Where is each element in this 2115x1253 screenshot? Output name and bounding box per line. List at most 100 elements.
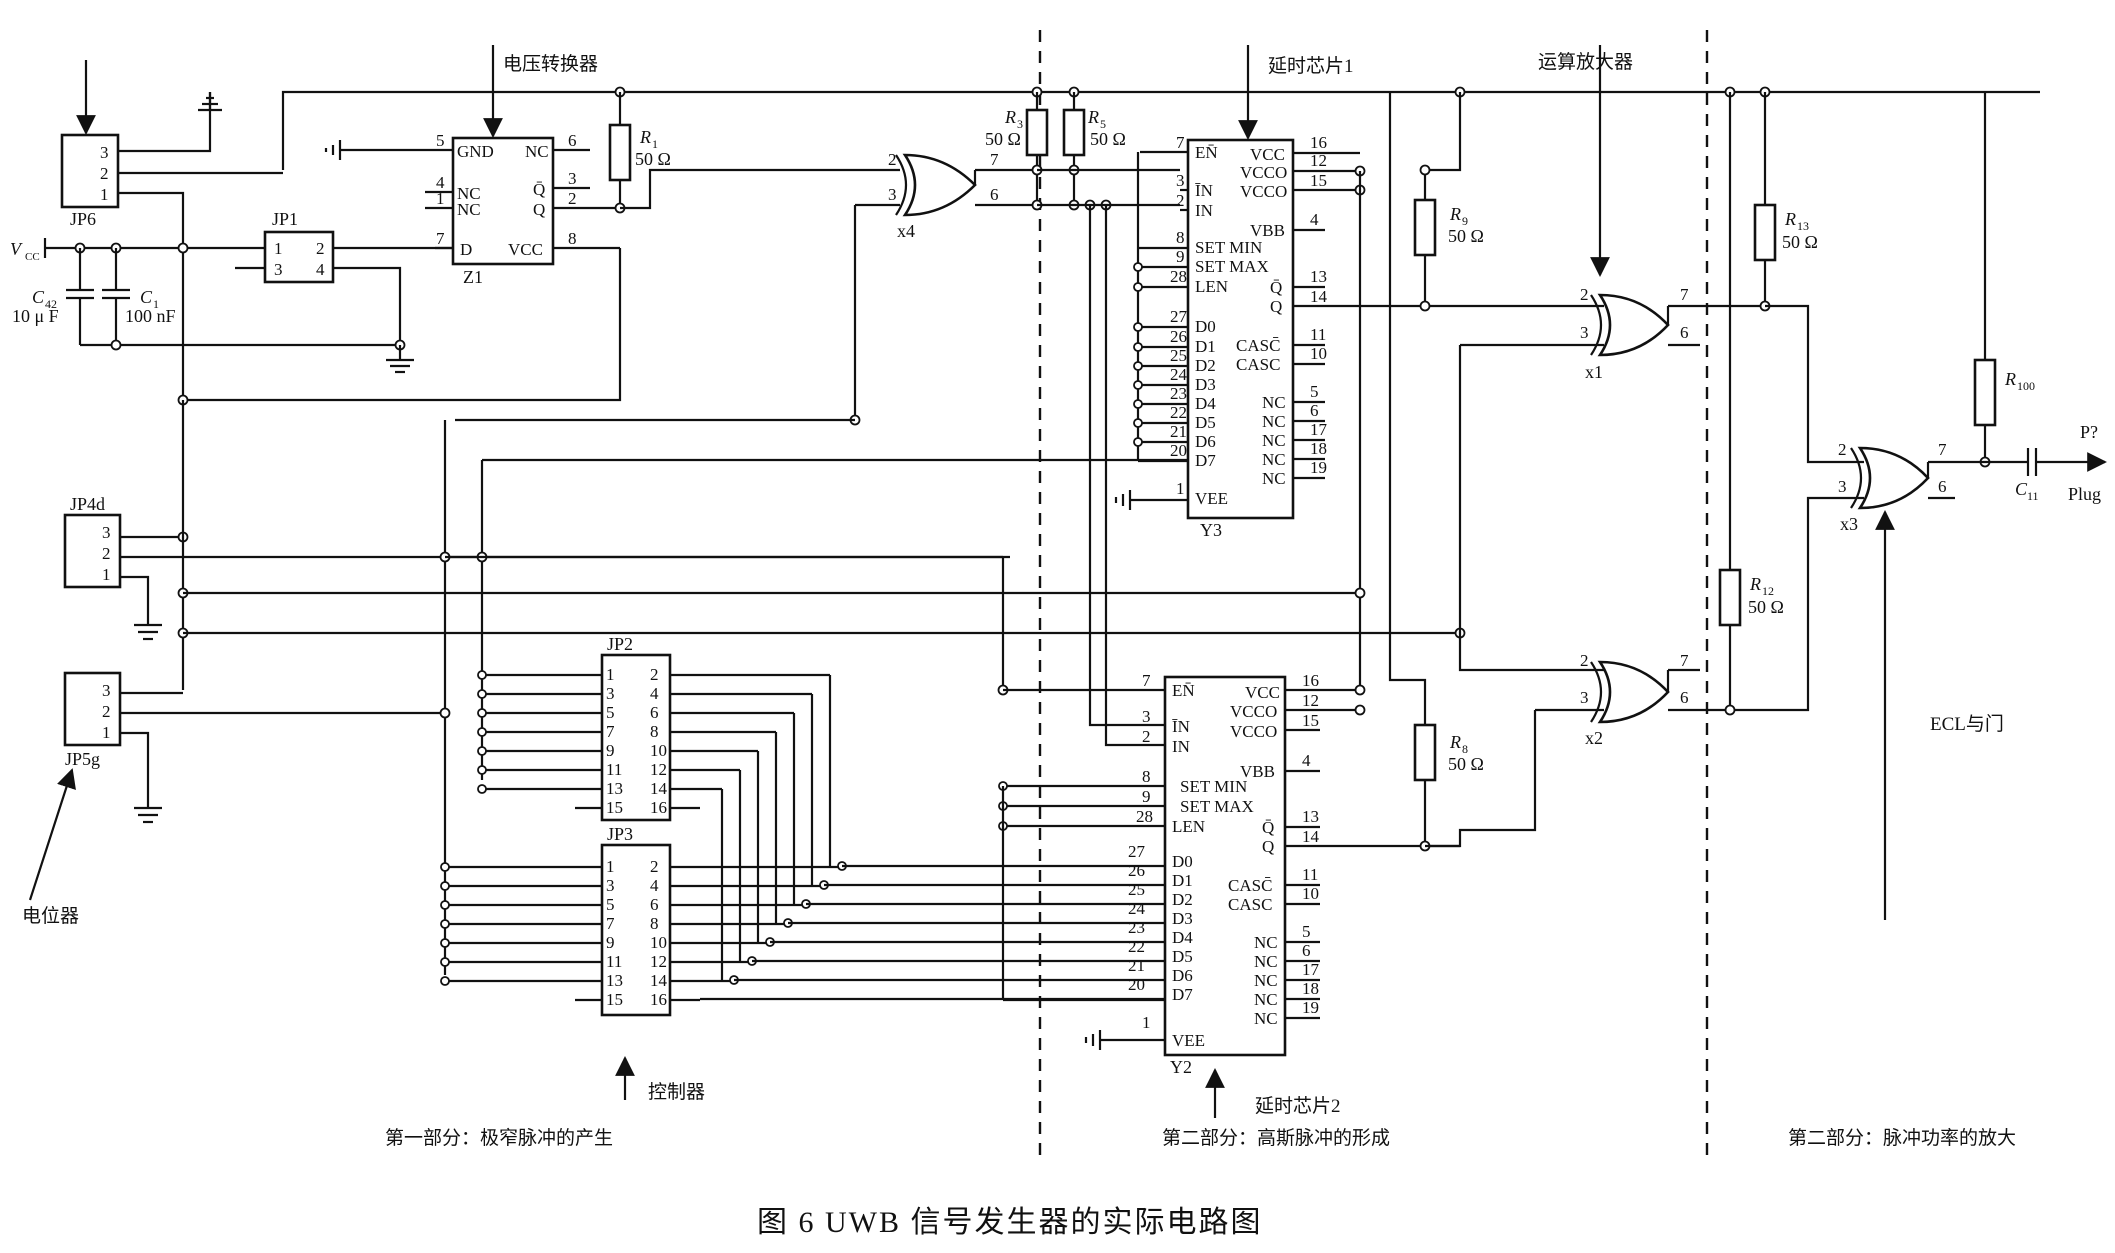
- svg-text:13: 13: [1310, 267, 1327, 286]
- svg-text:x2: x2: [1585, 728, 1603, 748]
- resistor-r9: R 9 50 Ω: [1413, 86, 1484, 312]
- svg-text:8: 8: [1176, 228, 1185, 247]
- svg-text:1: 1: [102, 723, 111, 742]
- jp-pin-label: 13: [606, 779, 623, 798]
- svg-text:2: 2: [1580, 651, 1589, 670]
- svg-text:C: C: [32, 287, 45, 307]
- svg-text:LEN: LEN: [1172, 817, 1205, 836]
- svg-text:2: 2: [1142, 727, 1151, 746]
- svg-text:1: 1: [274, 239, 283, 258]
- svg-text:2: 2: [1838, 440, 1847, 459]
- jp-pin-label: 8: [650, 914, 659, 933]
- svg-text:2: 2: [100, 164, 109, 183]
- svg-text:VCCO: VCCO: [1230, 702, 1277, 721]
- svg-text:Q: Q: [533, 200, 545, 219]
- jp-pin-label: 7: [606, 914, 615, 933]
- svg-text:28: 28: [1170, 267, 1187, 286]
- svg-text:EN̄: EN̄: [1195, 143, 1218, 162]
- xor-gate-x3: 2 3 7 6 x3 ECL与门: [1765, 304, 2028, 920]
- svg-text:R: R: [1449, 204, 1461, 224]
- resistor-r100: R 100: [1973, 92, 2035, 468]
- output-plug: C 11 P? Plug: [2015, 422, 2107, 504]
- svg-text:4: 4: [1302, 751, 1311, 770]
- svg-text:R: R: [2004, 369, 2016, 389]
- svg-text:23: 23: [1170, 384, 1187, 403]
- svg-text:R: R: [639, 127, 651, 147]
- svg-text:1: 1: [1142, 1013, 1151, 1032]
- svg-text:VBB: VBB: [1240, 762, 1275, 781]
- svg-text:VCCO: VCCO: [1240, 163, 1287, 182]
- svg-text:4: 4: [316, 260, 325, 279]
- jp-pin-label: 11: [606, 952, 622, 971]
- svg-text:26: 26: [1170, 327, 1187, 346]
- svg-text:7: 7: [1680, 285, 1689, 304]
- svg-text:2: 2: [102, 544, 111, 563]
- svg-text:P?: P?: [2080, 422, 2098, 442]
- svg-text:D6: D6: [1195, 432, 1216, 451]
- svg-text:NC: NC: [525, 142, 549, 161]
- svg-text:IN: IN: [1172, 737, 1190, 756]
- section-label-2: 第二部分：高斯脉冲的形成: [1162, 1127, 1390, 1149]
- jp-pin-label: 14: [650, 971, 668, 990]
- svg-text:R: R: [1784, 209, 1796, 229]
- svg-text:1: 1: [1176, 479, 1185, 498]
- svg-text:17: 17: [1310, 420, 1328, 439]
- jp-pin-label: 12: [650, 952, 667, 971]
- svg-text:1: 1: [652, 137, 658, 151]
- svg-text:20: 20: [1128, 975, 1145, 994]
- svg-text:50 Ω: 50 Ω: [635, 149, 671, 169]
- svg-text:NC: NC: [1262, 412, 1286, 431]
- jp-pin-label: 4: [650, 684, 659, 703]
- svg-text:Q̄: Q̄: [533, 180, 545, 199]
- svg-text:D: D: [460, 240, 472, 259]
- xor-gate-x2: 2 3 7 6 x2: [1425, 633, 1765, 848]
- svg-text:D2: D2: [1172, 890, 1193, 909]
- jp-pin-label: 3: [606, 684, 615, 703]
- svg-text:2: 2: [888, 150, 897, 169]
- svg-text:21: 21: [1170, 422, 1187, 441]
- svg-text:D1: D1: [1172, 871, 1193, 890]
- svg-text:2: 2: [1580, 285, 1589, 304]
- svg-text:24: 24: [1128, 899, 1146, 918]
- resistor-r8: R 8 50 Ω: [1388, 92, 1484, 852]
- jp-pin-label: 7: [606, 722, 615, 741]
- jp-pin-label: 16: [650, 798, 667, 817]
- svg-text:D1: D1: [1195, 337, 1216, 356]
- svg-text:JP2: JP2: [607, 634, 633, 654]
- svg-text:R: R: [1749, 574, 1761, 594]
- svg-text:42: 42: [45, 297, 57, 311]
- jp5g-header: JP5g 3 2 1 电位器: [22, 671, 445, 927]
- svg-text:D6: D6: [1172, 966, 1193, 985]
- svg-text:4: 4: [436, 173, 445, 192]
- svg-text:6: 6: [1310, 401, 1319, 420]
- svg-text:19: 19: [1302, 998, 1319, 1017]
- svg-text:VEE: VEE: [1195, 489, 1228, 508]
- jp1-jumper: JP1 1 2 3 4: [235, 209, 455, 374]
- resistor-r1: R 1 50 Ω: [608, 86, 900, 214]
- svg-text:JP5g: JP5g: [65, 749, 100, 769]
- svg-text:2: 2: [102, 702, 111, 721]
- figure-caption: 图 6 UWB 信号发生器的实际电路图: [757, 1206, 1263, 1239]
- resistor-r12: R 12 50 Ω: [1718, 92, 1784, 716]
- svg-text:17: 17: [1302, 960, 1320, 979]
- svg-text:3: 3: [1838, 477, 1847, 496]
- svg-text:25: 25: [1170, 346, 1187, 365]
- svg-text:NC: NC: [1254, 952, 1278, 971]
- svg-text:14: 14: [1302, 827, 1320, 846]
- svg-text:50 Ω: 50 Ω: [1090, 129, 1126, 149]
- svg-text:NC: NC: [1254, 990, 1278, 1009]
- svg-text:8: 8: [1462, 742, 1468, 756]
- svg-text:28: 28: [1136, 807, 1153, 826]
- jp-pin-label: 5: [606, 703, 615, 722]
- svg-text:8: 8: [1142, 767, 1151, 786]
- jp6-header: 3 2 1 JP6: [60, 60, 283, 400]
- svg-text:VCCO: VCCO: [1240, 182, 1287, 201]
- svg-text:25: 25: [1128, 880, 1145, 899]
- svg-text:CASC: CASC: [1236, 355, 1280, 374]
- svg-text:9: 9: [1176, 247, 1185, 266]
- svg-text:NC: NC: [457, 200, 481, 219]
- svg-text:SET MAX: SET MAX: [1180, 797, 1254, 816]
- svg-text:7: 7: [1142, 671, 1151, 690]
